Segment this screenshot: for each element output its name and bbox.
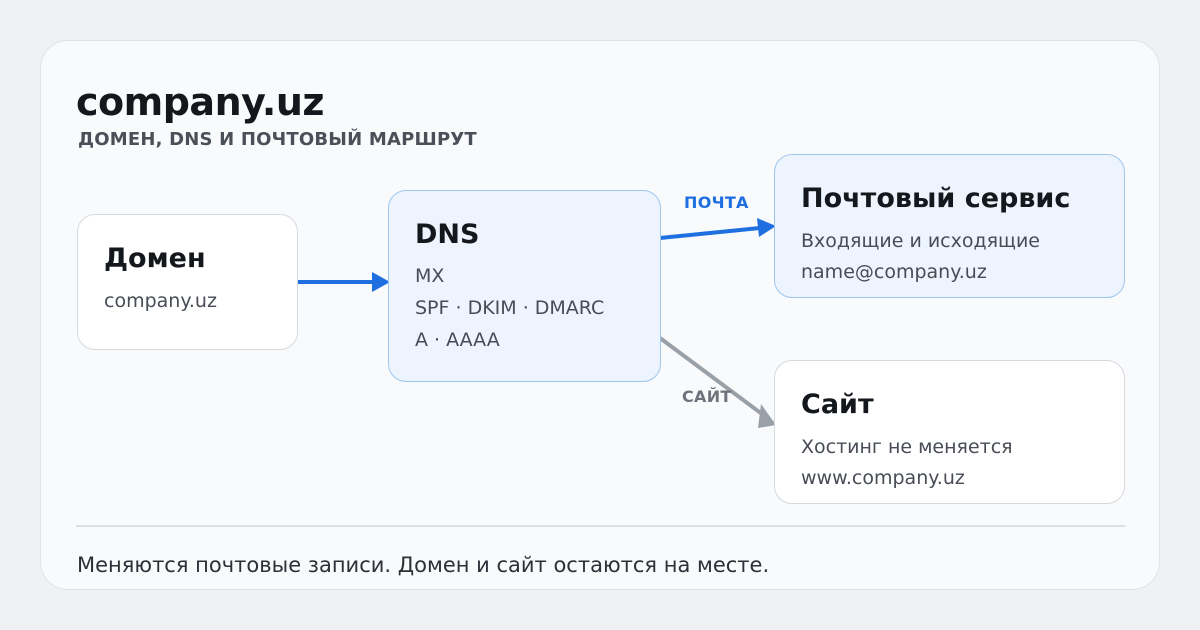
node-mail-line-1: Входящие и исходящие (801, 230, 1040, 252)
node-site: Сайт Хостинг не меняется www.company.uz (774, 360, 1125, 504)
footer-note: Меняются почтовые записи. Домен и сайт о… (77, 553, 770, 577)
node-mail-title: Почтовый сервис (801, 183, 1071, 214)
node-mail-line-2: name@company.uz (801, 261, 987, 283)
page-subtitle: ДОМЕН, DNS И ПОЧТОВЫЙ МАРШРУТ (78, 129, 477, 150)
node-domain-title: Домен (104, 243, 206, 274)
divider (76, 525, 1125, 527)
node-dns-line-spf: SPF · DKIM · DMARC (415, 297, 605, 319)
node-dns-line-mx: MX (415, 265, 445, 287)
node-site-line-1: Хостинг не меняется (801, 436, 1013, 458)
node-dns-line-a: A · AAAA (415, 329, 500, 351)
node-domain: Домен company.uz (77, 214, 298, 350)
page-title: company.uz (76, 80, 325, 124)
node-mail-service: Почтовый сервис Входящие и исходящие nam… (774, 154, 1125, 298)
edge-label-site: САЙТ (682, 387, 732, 406)
edge-label-mail: ПОЧТА (684, 193, 749, 212)
node-domain-line: company.uz (104, 290, 217, 312)
node-site-title: Сайт (801, 389, 874, 420)
node-dns-title: DNS (415, 219, 480, 250)
node-site-line-2: www.company.uz (801, 467, 965, 489)
node-dns: DNS MX SPF · DKIM · DMARC A · AAAA (388, 190, 661, 382)
